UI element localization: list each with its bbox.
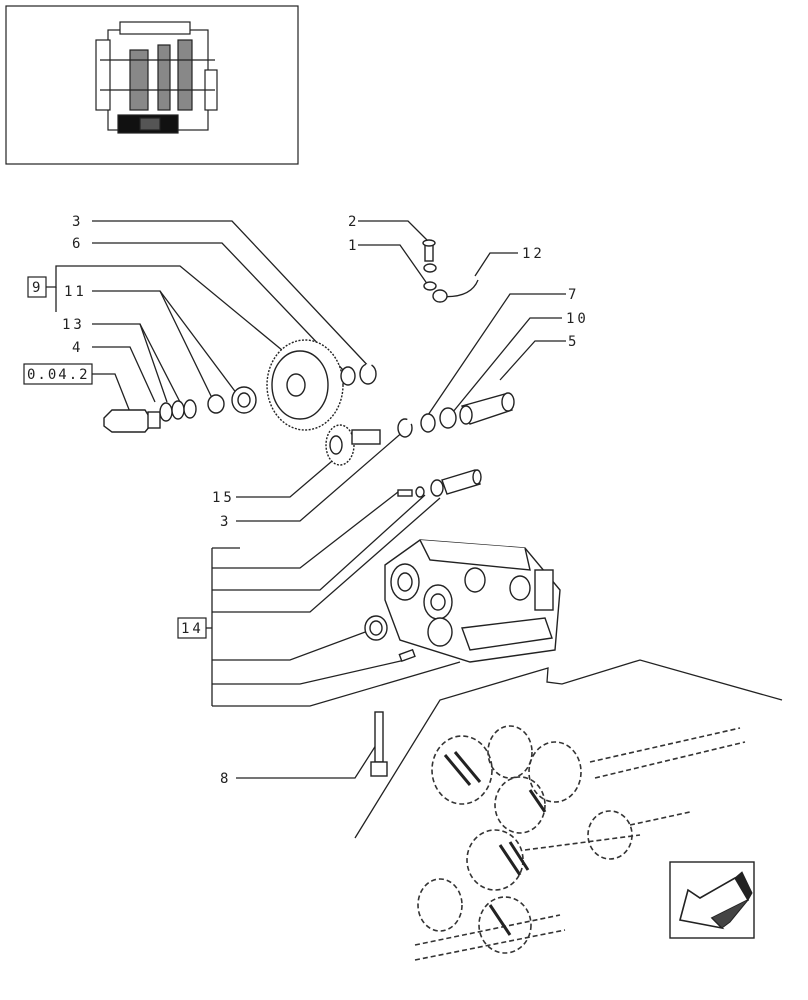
engine-silhouette <box>95 21 218 134</box>
ref-box-14-frame <box>177 617 207 639</box>
part-bushing-small <box>364 615 388 641</box>
part-gear-15 <box>325 424 381 466</box>
leader-14-d <box>212 497 441 613</box>
ref-box-0042-label: 0.04.2 <box>27 367 90 383</box>
leader-14-c <box>212 494 426 591</box>
leader-11b <box>159 290 241 399</box>
part-circlip-3-bottom <box>397 418 413 438</box>
label-1: 1 <box>348 238 359 254</box>
leader-14-g <box>212 661 461 707</box>
reference-boxes: 9 0.04.2 14 <box>23 276 207 639</box>
leader-9 <box>46 265 289 356</box>
leader-3-top <box>92 220 373 371</box>
part-pipe-12 <box>432 279 479 303</box>
leader-15 <box>236 449 346 498</box>
part-washer-10 <box>439 407 457 429</box>
label-3-top: 3 <box>72 214 83 230</box>
arrow-down-left-icon <box>679 871 753 930</box>
callout-labels: 3 6 11 13 4 2 1 12 7 10 5 15 3 8 <box>62 214 589 787</box>
leader-6 <box>92 242 346 373</box>
leader-11a <box>92 290 213 399</box>
label-4: 4 <box>72 340 83 356</box>
leader-7 <box>427 293 566 416</box>
leader-12 <box>474 252 518 277</box>
part-bushings-11 <box>207 386 257 414</box>
label-13: 13 <box>62 317 85 333</box>
ref-box-0042-frame <box>23 363 93 385</box>
leader-5 <box>499 340 566 381</box>
engine-locator-thumbnail <box>5 5 299 165</box>
label-5: 5 <box>568 334 579 350</box>
leader-10 <box>447 317 562 419</box>
label-6: 6 <box>72 236 83 252</box>
ref-box-9[interactable]: 9 <box>27 276 47 298</box>
leader-2 <box>358 220 429 242</box>
part-bolt-8 <box>370 711 388 777</box>
context-gear-train <box>414 725 746 961</box>
part-washers-13-4 <box>159 399 197 422</box>
back-arrow-button[interactable] <box>669 861 755 939</box>
part-dowel <box>398 648 416 663</box>
ref-box-0042[interactable]: 0.04.2 <box>23 363 93 385</box>
context-hatching <box>443 751 547 936</box>
label-8: 8 <box>220 771 231 787</box>
leader-4 <box>92 346 156 403</box>
label-2: 2 <box>348 214 359 230</box>
leader-lines <box>46 220 783 839</box>
part-housing-14 <box>384 539 561 663</box>
part-shaft-plug <box>103 409 161 433</box>
section-line <box>354 659 783 839</box>
leader-14-f <box>212 659 406 685</box>
leader-13b <box>139 323 181 403</box>
ref-box-9-label: 9 <box>32 280 43 296</box>
part-sleeve-5 <box>459 392 515 425</box>
label-12: 12 <box>522 246 545 262</box>
leader-14-e <box>212 627 377 661</box>
ref-box-14-label: 14 <box>181 621 204 637</box>
label-3-bottom: 3 <box>220 514 231 530</box>
leader-3-bottom <box>236 429 406 522</box>
label-11: 11 <box>64 284 87 300</box>
leader-8 <box>236 741 379 779</box>
leader-14-b <box>212 491 399 569</box>
leader-1 <box>358 244 429 286</box>
ref-box-14[interactable]: 14 <box>177 617 207 639</box>
part-screw-2 <box>422 239 437 291</box>
ref-box-9-frame <box>27 276 47 298</box>
leader-13a <box>92 323 168 403</box>
part-shaft-14 <box>397 469 482 498</box>
part-washer-7 <box>420 413 436 433</box>
label-7: 7 <box>568 287 579 303</box>
part-circlip-3-top <box>340 363 377 386</box>
label-15: 15 <box>212 490 235 506</box>
label-10: 10 <box>566 311 589 327</box>
part-gear-6 <box>266 339 344 431</box>
leader-0042 <box>92 373 131 413</box>
